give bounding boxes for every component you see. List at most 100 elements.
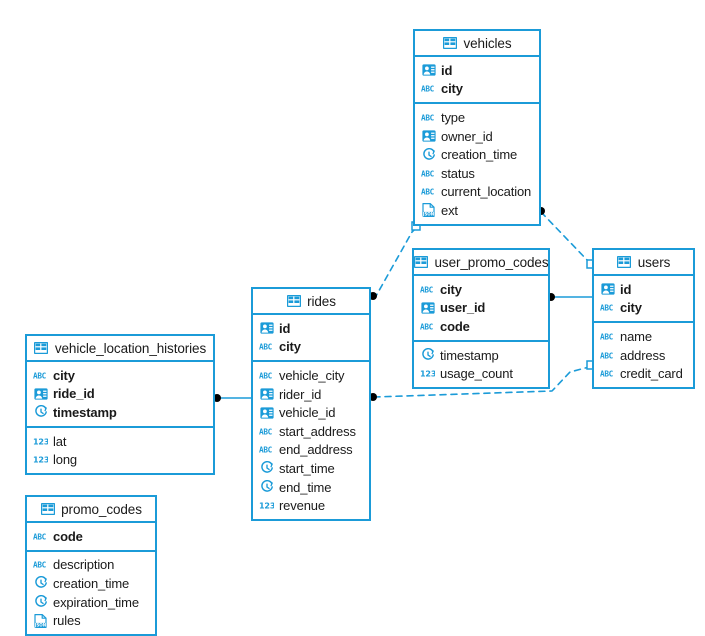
id-card-icon <box>33 386 48 401</box>
clock-icon <box>33 576 48 591</box>
field-name: status <box>441 165 475 181</box>
field-row[interactable]: ABC credit_card <box>594 364 693 383</box>
field-row[interactable]: ABC current_location <box>415 183 539 202</box>
field-name: city <box>620 300 642 316</box>
id-card-icon <box>421 129 436 144</box>
field-name: address <box>620 347 666 363</box>
id-card-icon <box>420 300 435 315</box>
table-grid-icon <box>617 255 632 270</box>
clock-icon <box>259 461 274 476</box>
field-name: current_location <box>441 184 532 200</box>
relationship-user-promo-codes-to-users[interactable] <box>547 293 593 301</box>
svg-text:ABC: ABC <box>600 351 614 360</box>
field-row[interactable]: ABC address <box>594 346 693 365</box>
svg-text:ABC: ABC <box>600 370 614 379</box>
field-row[interactable]: rider_id <box>253 385 369 404</box>
field-name: end_address <box>279 442 353 458</box>
field-row[interactable]: vehicle_id <box>253 403 369 422</box>
field-name: ride_id <box>53 386 95 402</box>
field-row[interactable]: user_id <box>414 299 548 318</box>
field-row[interactable]: ride_id <box>27 385 213 404</box>
table-grid-icon <box>443 36 458 51</box>
svg-text:JSON: JSON <box>34 622 47 627</box>
field-row[interactable]: expiration_time <box>27 593 155 612</box>
svg-text:123: 123 <box>33 456 48 465</box>
id-card-icon <box>259 321 274 336</box>
table-header-promo_codes[interactable]: promo_codes <box>27 497 155 523</box>
svg-text:ABC: ABC <box>600 304 614 313</box>
svg-text:ABC: ABC <box>259 446 273 455</box>
svg-text:ABC: ABC <box>421 188 435 197</box>
table-header-rides[interactable]: rides <box>253 289 369 315</box>
relationship-vehicle-location-histories-to-rides[interactable] <box>213 394 252 402</box>
table-title: rides <box>307 293 336 309</box>
field-row[interactable]: ABC city <box>594 299 693 318</box>
field-row[interactable]: owner_id <box>415 127 539 146</box>
field-row[interactable]: creation_time <box>415 145 539 164</box>
field-row[interactable]: creation_time <box>27 574 155 593</box>
field-row[interactable]: end_time <box>253 478 369 497</box>
table-header-user_promo_codes[interactable]: user_promo_codes <box>414 250 549 276</box>
abc-text-icon: ABC <box>259 339 274 354</box>
field-name: city <box>441 81 463 97</box>
field-row[interactable]: id <box>594 280 693 299</box>
field-name: revenue <box>279 498 325 514</box>
field-row[interactable]: ABC end_address <box>253 441 369 460</box>
table-title: vehicles <box>463 35 512 51</box>
table-title: users <box>637 254 671 270</box>
field-row[interactable]: id <box>253 319 369 338</box>
clock-icon <box>33 595 48 610</box>
id-card-icon <box>600 282 615 297</box>
field-row[interactable]: timestamp <box>27 403 213 422</box>
field-row[interactable]: start_time <box>253 459 369 478</box>
abc-text-icon: ABC <box>421 81 436 96</box>
abc-text-icon: ABC <box>259 424 274 439</box>
id-card-icon <box>259 405 274 420</box>
table-header-vehicles[interactable]: vehicles <box>415 31 539 57</box>
json-document-icon: JSON <box>421 203 436 218</box>
field-row[interactable]: ABC code <box>27 527 155 546</box>
svg-text:ABC: ABC <box>33 371 47 380</box>
123-number-icon: 123 <box>33 434 48 449</box>
field-row[interactable]: ABC city <box>415 80 539 99</box>
svg-text:123: 123 <box>33 437 48 446</box>
field-row[interactable]: id <box>415 61 539 80</box>
svg-text:ABC: ABC <box>420 322 434 331</box>
field-name: credit_card <box>620 366 683 382</box>
table-header-users[interactable]: users <box>594 250 693 276</box>
field-row[interactable]: timestamp <box>414 346 548 365</box>
abc-text-icon: ABC <box>33 529 48 544</box>
field-name: code <box>53 528 83 544</box>
table-header-vehicle_location_histories[interactable]: vehicle_location_histories <box>27 336 213 362</box>
svg-text:ABC: ABC <box>33 561 47 570</box>
svg-text:ABC: ABC <box>33 532 47 541</box>
